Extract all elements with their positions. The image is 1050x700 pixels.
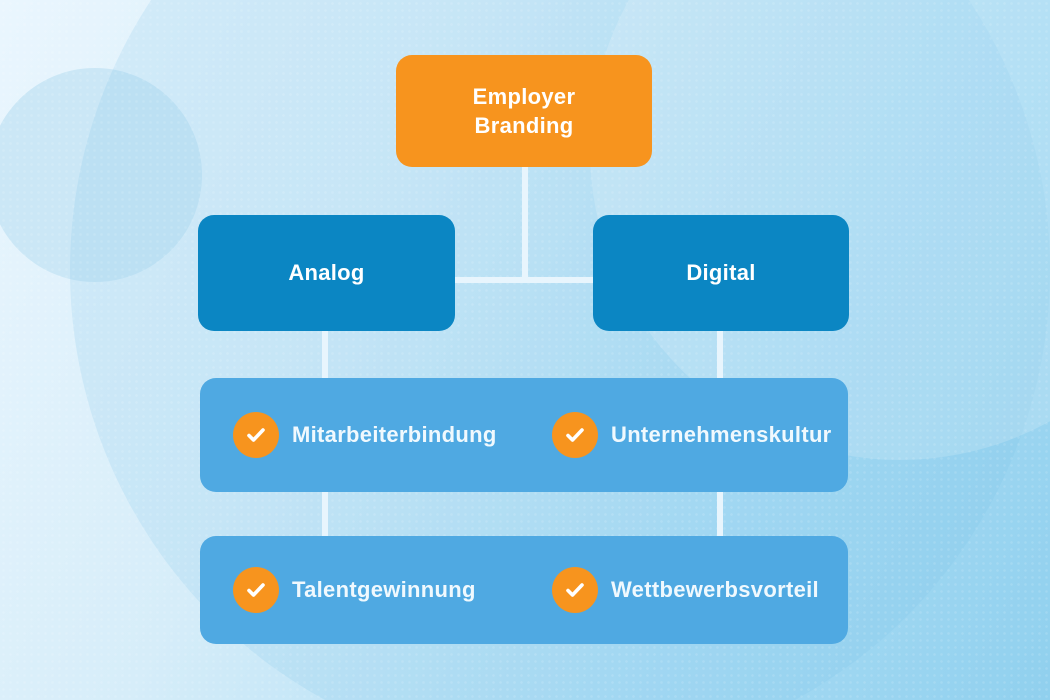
benefit-item-unternehmenskultur: Unternehmenskultur [552,378,832,492]
connector-analog-to-row1 [322,331,328,378]
check-icon [552,412,598,458]
background-circle [0,68,202,282]
benefit-label: Mitarbeiterbindung [292,422,497,447]
connector-branch-horizontal [455,277,593,283]
connector-row1-to-row2-right [717,492,723,536]
node-digital-label: Digital [686,260,756,285]
check-icon [233,567,279,613]
benefit-item-mitarbeiterbindung: Mitarbeiterbindung [233,378,497,492]
benefit-label: Unternehmenskultur [611,422,832,447]
benefit-item-wettbewerbsvorteil: Wettbewerbsvorteil [552,536,819,644]
connector-row1-to-row2-left [322,492,328,536]
node-analog: Analog [198,215,455,331]
benefit-row-2: Talentgewinnung Wettbewerbsvorteil [200,536,848,644]
node-digital: Digital [593,215,849,331]
node-employer-branding: Employer Branding [396,55,652,167]
connector-digital-to-row1 [717,331,723,378]
benefit-item-talentgewinnung: Talentgewinnung [233,536,476,644]
benefit-label: Talentgewinnung [292,577,476,602]
benefit-row-1: Mitarbeiterbindung Unternehmenskultur [200,378,848,492]
node-analog-label: Analog [288,260,365,285]
benefit-label: Wettbewerbsvorteil [611,577,819,602]
node-employer-branding-label: Employer Branding [472,84,576,138]
check-icon [552,567,598,613]
connector-root-vertical [522,166,528,280]
check-icon [233,412,279,458]
